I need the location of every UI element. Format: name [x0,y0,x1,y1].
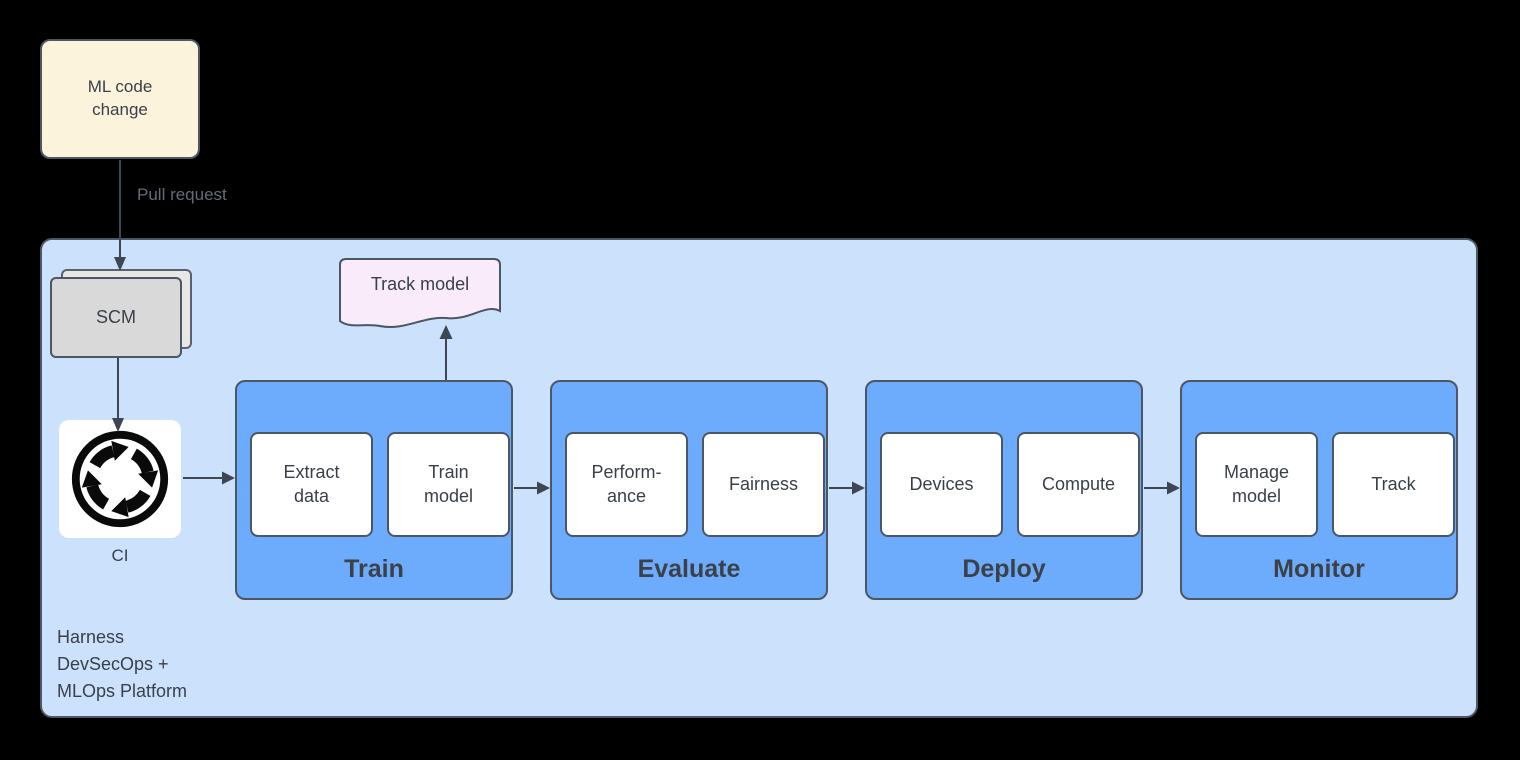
chip-fairness: Fairness [702,432,825,537]
chip-devices: Devices [880,432,1003,537]
ci-label: CI [111,546,129,565]
ml-code-change-node: ML code change [40,39,200,159]
stage-monitor: Manage model Track Monitor [1180,380,1458,600]
platform-label: Harness DevSecOps + MLOps Platform [57,627,188,701]
track-model-doc [339,258,501,328]
chip-track: Track [1332,432,1455,537]
chip-compute: Compute [1017,432,1140,537]
pull-request-label: Pull request [137,185,227,204]
stage-monitor-label: Monitor [1273,555,1365,583]
ci-node [59,420,181,538]
stage-train-label: Train [344,555,404,583]
chip-manage-model: Manage model [1195,432,1318,537]
stage-train: Extract data Train model Train [235,380,513,600]
track-model-label: Track model [370,274,470,294]
stage-deploy: Devices Compute Deploy [865,380,1143,600]
ci-cycle-icon [71,430,169,528]
scm-node: SCM [50,277,182,358]
stage-deploy-label: Deploy [962,555,1046,583]
stage-evaluate-label: Evaluate [637,555,741,583]
chip-train-model: Train model [387,432,510,537]
chip-extract-data: Extract data [250,432,373,537]
stage-evaluate: Perform- ance Fairness Evaluate [550,380,828,600]
chip-performance: Perform- ance [565,432,688,537]
